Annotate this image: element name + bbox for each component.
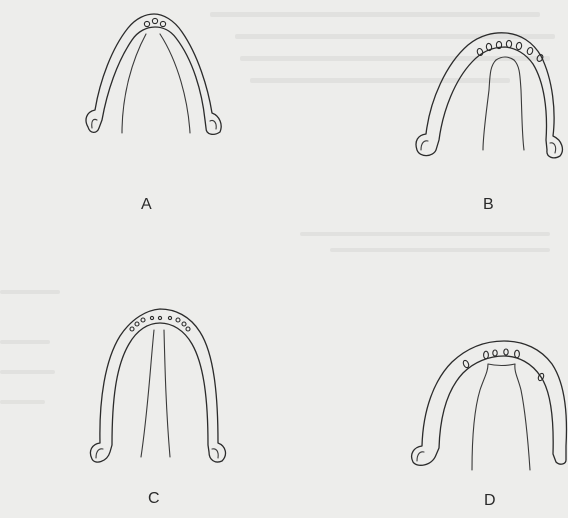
gill-lines-a <box>122 34 190 133</box>
panel-label-a: A <box>141 196 152 213</box>
jaw-outline-b <box>416 33 562 158</box>
panel-d: D <box>412 341 567 509</box>
panel-label-c: C <box>148 490 160 507</box>
bleed-through-text <box>0 12 555 404</box>
panel-label-d: D <box>484 492 496 509</box>
jaw-outline-c <box>90 309 225 462</box>
jaw-outline-a <box>86 14 221 134</box>
gill-lines-b <box>483 57 524 150</box>
gill-lines-c <box>141 330 170 457</box>
panel-c: C <box>90 309 225 507</box>
pores-a <box>144 18 165 26</box>
panel-label-b: B <box>483 196 494 213</box>
pores-c <box>130 316 190 331</box>
panel-a: A <box>86 14 221 213</box>
jaw-outline-d <box>412 341 567 465</box>
gill-lines-d <box>472 364 530 470</box>
